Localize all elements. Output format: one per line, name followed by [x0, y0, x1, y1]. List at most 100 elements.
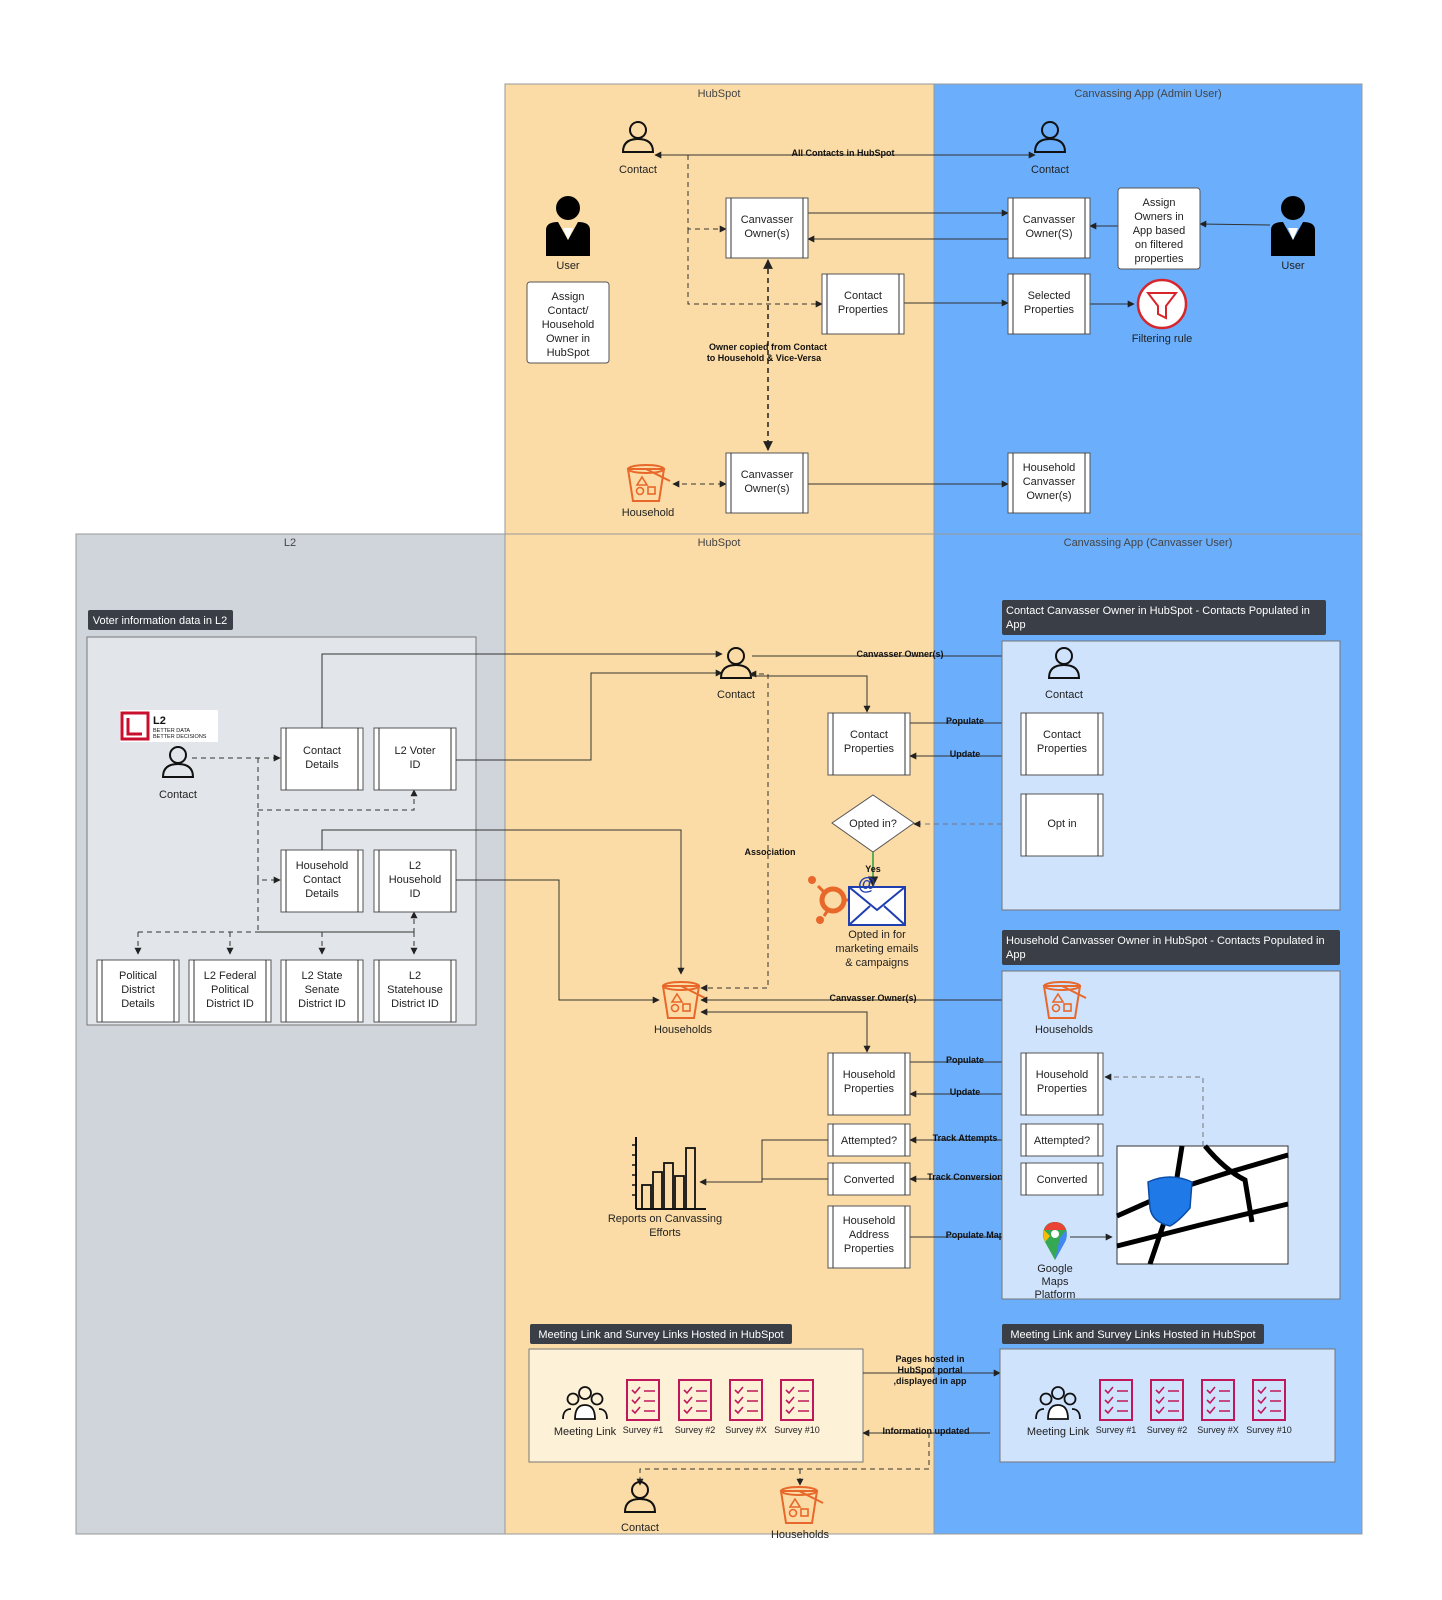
edge-label-association: Association — [744, 847, 795, 857]
households-label: Households — [1035, 1024, 1094, 1036]
political-district-line: District — [121, 984, 155, 996]
household-group-title: Household Canvasser Owner in HubSpot - C… — [1006, 935, 1325, 947]
assign-hubspot-box — [526, 281, 610, 364]
hubspot-logo-icon — [808, 876, 852, 924]
edge-label-yes: Yes — [865, 864, 881, 874]
opted-in-marketing-line: Opted in for — [848, 929, 906, 941]
household-properties-app-box — [1020, 1052, 1104, 1116]
contact-label: Contact — [159, 789, 197, 801]
canvasser-owner-app-box — [1007, 197, 1091, 259]
assign-hubspot-line: Contact/ — [548, 305, 590, 317]
edge-label-track-conversion: Track Conversion — [927, 1172, 1003, 1182]
converted-app-label: Converted — [1037, 1174, 1088, 1186]
l2-group-header — [88, 610, 233, 630]
converted-box — [827, 1162, 911, 1196]
l2-logo-text: L2 — [153, 715, 166, 727]
meeting-group-header — [530, 1324, 792, 1344]
contact-group-header — [1002, 600, 1326, 635]
l2-group-title: Voter information data in L2 — [93, 615, 228, 627]
svg-text:@: @ — [858, 874, 876, 894]
household-label: Household — [622, 507, 675, 519]
l2-household-id-line: Household — [389, 874, 442, 886]
contact-group-title: Contact Canvasser Owner in HubSpot - Con… — [1006, 605, 1310, 617]
household-properties-app-line: Household — [1036, 1069, 1089, 1081]
assign-hubspot-line: Household — [542, 319, 595, 331]
edge-label-track-attempts: Track Attempts — [933, 1133, 998, 1143]
google-maps-pin-icon — [1043, 1222, 1067, 1260]
opt-in-label: Opt in — [1047, 818, 1076, 830]
household-canvasser-owner-line: Owner(s) — [1026, 490, 1071, 502]
household-address-box — [827, 1205, 911, 1269]
federal-district-line: District ID — [206, 998, 254, 1010]
assign-hubspot-line: Owner in — [546, 333, 590, 345]
contact-properties-line: Properties — [844, 743, 895, 755]
survey-label: Survey #2 — [1147, 1425, 1188, 1435]
state-senate-box — [280, 959, 364, 1023]
federal-district-box — [188, 959, 272, 1023]
l2-household-id-line: ID — [410, 888, 421, 900]
household-properties-app-line: Properties — [1037, 1083, 1088, 1095]
contact-label: Contact — [619, 164, 657, 176]
meeting-app-group-header — [1002, 1324, 1264, 1344]
filtering-rule-label: Filtering rule — [1132, 333, 1193, 345]
canvasser-owner-household-box — [725, 452, 809, 514]
google-maps-line: Platform — [1035, 1289, 1076, 1301]
attempted-app-label: Attempted? — [1034, 1135, 1090, 1147]
meeting-link-label: Meeting Link — [1027, 1426, 1090, 1438]
converted-label: Converted — [844, 1174, 895, 1186]
attempted-app-box — [1020, 1123, 1104, 1157]
meeting-app-group-title: Meeting Link and Survey Links Hosted in … — [1010, 1329, 1255, 1341]
statehouse-line: L2 — [409, 970, 421, 982]
edge-label-pages-hosted: Pages hosted in — [895, 1354, 964, 1364]
household-contact-details-line: Household — [296, 860, 349, 872]
household-canvasser-owner-box — [1007, 452, 1091, 514]
reports-line: Efforts — [649, 1227, 681, 1239]
l2-logo-sub: BETTER DECISIONS — [153, 734, 207, 740]
household-properties-line: Household — [843, 1069, 896, 1081]
statehouse-line: District ID — [391, 998, 439, 1010]
survey-label: Survey #1 — [1096, 1425, 1137, 1435]
meeting-group-title: Meeting Link and Survey Links Hosted in … — [538, 1329, 783, 1341]
l2-voter-id-line: L2 Voter — [395, 745, 436, 757]
survey-label: Survey #X — [725, 1425, 767, 1435]
contact-properties-line: Contact — [850, 729, 888, 741]
google-maps-line: Maps — [1042, 1276, 1069, 1288]
l2-logo: L2 BETTER DATA BETTER DECISIONS — [120, 710, 218, 742]
opted-in-marketing-line: marketing emails — [835, 943, 919, 955]
canvasser-owner-box — [725, 197, 809, 259]
canvasser-owner-app-line: Canvasser — [1023, 214, 1076, 226]
household-canvasser-owner-line: Household — [1023, 462, 1076, 474]
household-contact-details-line: Details — [305, 888, 339, 900]
email-icon: @ — [848, 874, 906, 926]
l2-household-id-box — [373, 849, 457, 913]
political-district-line: Details — [121, 998, 155, 1010]
federal-district-line: Political — [211, 984, 249, 996]
household-address-line: Household — [843, 1215, 896, 1227]
household-canvasser-owner-line: Canvasser — [1023, 476, 1076, 488]
edge-label-pages-hosted: ,displayed in app — [893, 1376, 967, 1386]
contact-properties-line: Properties — [838, 304, 889, 316]
households-label: Households — [771, 1529, 830, 1541]
canvasser-owner-app-line: Owner(S) — [1025, 228, 1072, 240]
contact-label: Contact — [1045, 689, 1083, 701]
l2-voter-id-line: ID — [410, 759, 421, 771]
edge-label-populate: Populate — [946, 716, 984, 726]
lane-title-canvassing-admin: Canvassing App (Admin User) — [1074, 88, 1221, 100]
state-senate-line: Senate — [305, 984, 340, 996]
household-properties-box — [827, 1052, 911, 1116]
household-contact-details-box — [280, 849, 364, 913]
households-label: Households — [654, 1024, 713, 1036]
reports-line: Reports on Canvassing — [608, 1213, 722, 1225]
contact-label: Contact — [621, 1522, 659, 1534]
contact-group-title: App — [1006, 619, 1026, 631]
statehouse-line: Statehouse — [387, 984, 443, 996]
filter-icon — [1136, 278, 1188, 330]
attempted-label: Attempted? — [841, 1135, 897, 1147]
state-senate-line: District ID — [298, 998, 346, 1010]
assign-app-line: properties — [1135, 253, 1184, 265]
opted-in-label: Opted in? — [849, 818, 897, 830]
state-senate-line: L2 State — [302, 970, 343, 982]
contact-label: Contact — [717, 689, 755, 701]
meeting-link-label: Meeting Link — [554, 1426, 617, 1438]
canvasser-owner-line: Owner(s) — [744, 228, 789, 240]
